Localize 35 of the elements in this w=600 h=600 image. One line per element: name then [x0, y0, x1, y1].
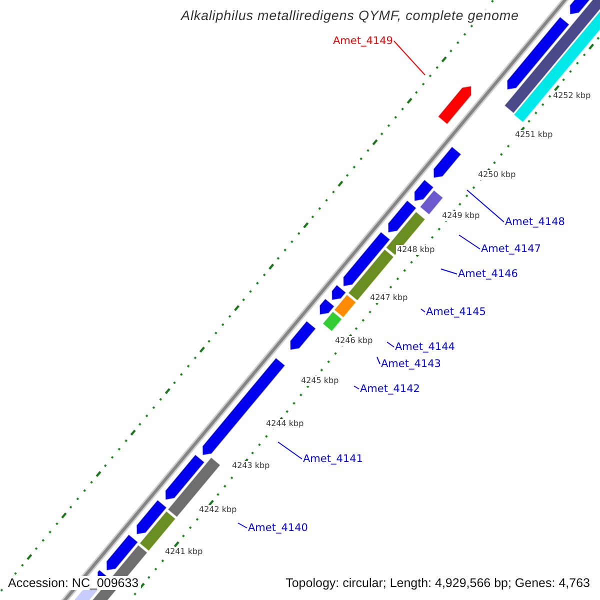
position-label: 4248 kbp: [396, 245, 436, 255]
position-label: 4243 kbp: [231, 461, 271, 471]
diagram-title: Alkaliphilus metalliredigens QYMF, complete genome: [180, 8, 520, 23]
gene-label: Amet_4147: [481, 243, 541, 255]
leader-line: [278, 442, 302, 460]
leader-line: [466, 190, 504, 222]
gene-label: Amet_4146: [458, 268, 518, 280]
position-label: 4251 kbp: [514, 130, 554, 140]
position-label: 4246 kbp: [334, 336, 374, 346]
position-label: 4244 kbp: [265, 419, 305, 429]
gene-label: Amet_4141: [303, 453, 363, 465]
position-label: 4250 kbp: [477, 170, 517, 180]
leader-line: [376, 356, 380, 364]
leader-line: [393, 40, 426, 76]
genome-summary: Topology: circular; Length: 4,929,566 bp; Genes: 4,763: [284, 576, 592, 590]
gene-label: Amet_4145: [426, 306, 486, 318]
position-label: 4247 kbp: [369, 293, 409, 303]
position-label: 4252 kbp: [552, 91, 592, 101]
gene-label: Amet_4148: [505, 216, 565, 228]
leader-line: [458, 234, 480, 250]
gene-label: Amet_4144: [395, 341, 455, 353]
gene-label: Amet_4140: [248, 522, 308, 534]
position-label: 4242 kbp: [198, 505, 238, 515]
leader-line: [420, 308, 426, 312]
accession-label: Accession: NC_009633: [6, 576, 141, 590]
gene-label: Amet_4143: [381, 358, 441, 370]
gene-label: Amet_4142: [360, 383, 420, 395]
position-label: 4249 kbp: [441, 211, 481, 221]
position-label: 4241 kbp: [164, 547, 204, 557]
gene-label: Amet_4149: [333, 35, 393, 47]
leader-line: [386, 342, 394, 348]
leader-line: [440, 268, 458, 274]
position-label: 4245 kbp: [300, 376, 340, 386]
leader-line: [354, 386, 360, 390]
leader-line: [238, 522, 248, 528]
